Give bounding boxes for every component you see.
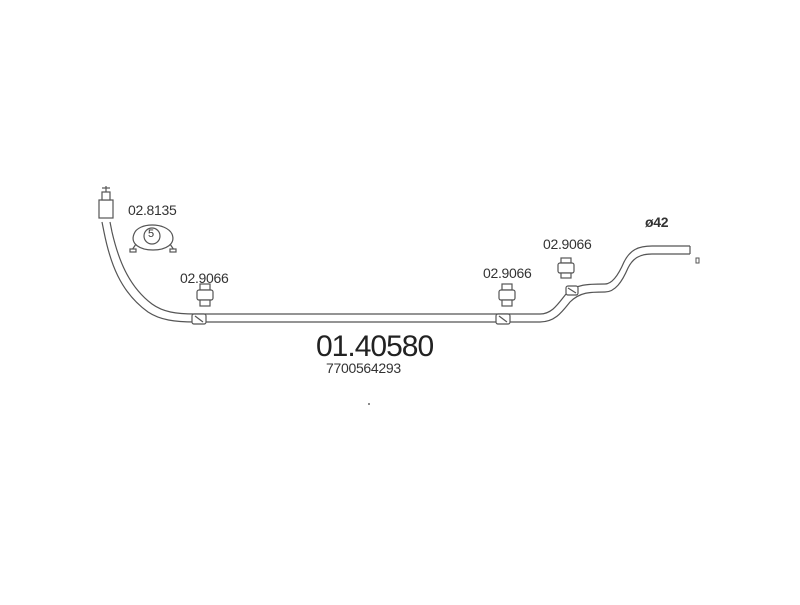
oem-number: 7700564293 (326, 360, 401, 376)
rubber-hanger-left (196, 283, 214, 307)
exhaust-pipe (101, 221, 691, 323)
pipe-end-marker (695, 257, 700, 264)
pipe-bracket-middle (495, 313, 511, 325)
hanger-right-part-label: 02.9066 (543, 236, 592, 252)
stray-dot (368, 403, 370, 405)
clamp-part-label: 02.8135 (128, 202, 177, 218)
rubber-hanger-right (557, 257, 575, 279)
clamp-badge: 5 (148, 228, 154, 240)
exhaust-clamp (129, 224, 177, 253)
pipe-bracket-left (191, 313, 207, 325)
hanger-middle-part-label: 02.9066 (483, 265, 532, 281)
inlet-flange (98, 186, 114, 219)
diameter-label: ø42 (645, 214, 669, 230)
hanger-left-part-label: 02.9066 (180, 270, 229, 286)
main-part-number: 01.40580 (316, 330, 434, 363)
pipe-bracket-right (565, 285, 579, 296)
rubber-hanger-middle (498, 283, 516, 307)
